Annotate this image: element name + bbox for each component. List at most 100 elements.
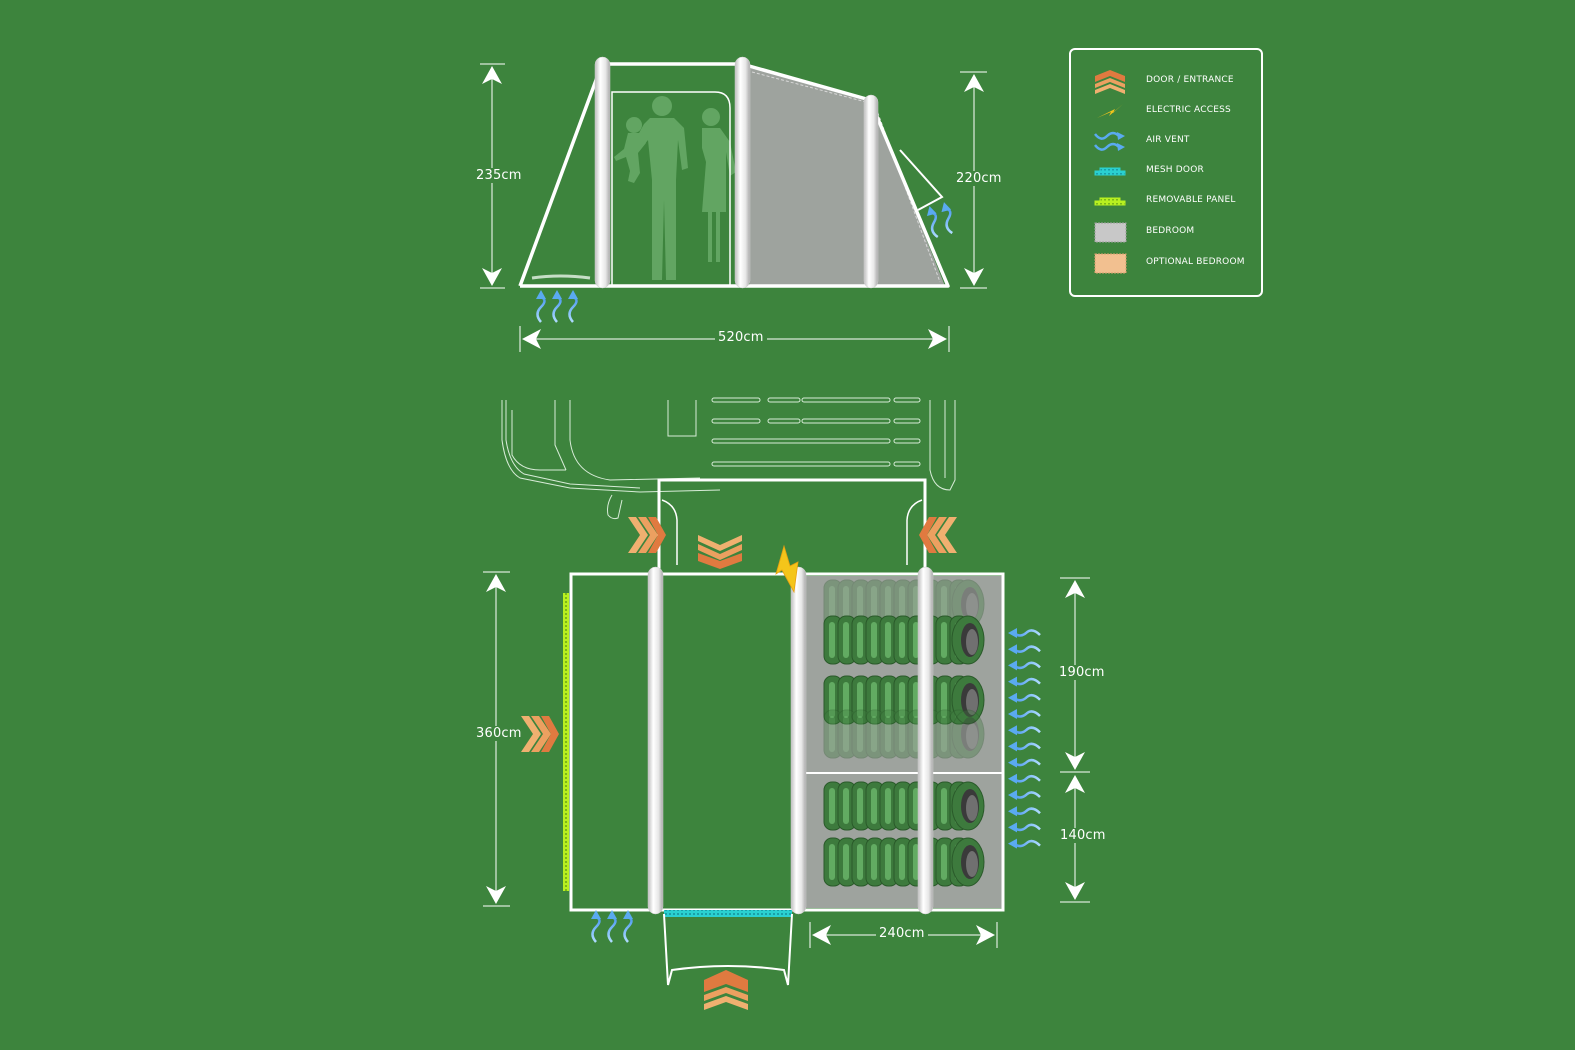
side-vent-flap — [899, 149, 944, 211]
plan-porch-outline — [663, 913, 793, 986]
vent-arrowhead — [1008, 660, 1017, 671]
vent-arrowhead — [1008, 676, 1017, 687]
vent-wave — [1013, 726, 1041, 734]
label-height-rear: 220cm — [953, 171, 1005, 186]
label-plan-depth: 360cm — [473, 726, 525, 741]
door-tunnel-down-icon — [698, 535, 742, 569]
label-bedroom-1: 190cm — [1056, 665, 1108, 680]
vent-arrowhead — [1008, 822, 1017, 833]
vent-wave — [1013, 839, 1041, 848]
door-side-icon — [521, 716, 559, 752]
legend-label: Optional Bedroom — [1146, 257, 1245, 267]
vent-wave — [1013, 742, 1041, 751]
vent-arrowhead — [623, 910, 633, 919]
vent-arrow — [536, 295, 546, 323]
legend-label: Electric Access — [1146, 105, 1231, 115]
plan-side-vent-column — [1008, 628, 1041, 849]
legend: Door / Entrance Electric Access Air Vent… — [1069, 48, 1263, 297]
vent-arrow — [945, 207, 953, 235]
vent-arrow — [552, 295, 562, 323]
side-pole-1 — [594, 56, 611, 289]
side-outline — [518, 62, 950, 288]
door-right-tunnel-icon — [919, 517, 957, 553]
vent-arrowhead — [1008, 644, 1017, 655]
side-bedroom-fill — [750, 68, 870, 286]
legend-label: Removable Panel — [1146, 195, 1236, 205]
side-pole-3 — [863, 94, 879, 289]
vent-arrow — [623, 915, 633, 943]
legend-label: Mesh Door — [1146, 165, 1204, 175]
vent-wave — [1013, 775, 1041, 783]
vent-arrowhead — [926, 206, 937, 217]
vent-arrowhead — [568, 290, 578, 299]
vent-arrowhead — [941, 202, 952, 213]
vent-arrowhead — [536, 290, 546, 299]
vent-wave — [1013, 677, 1041, 686]
removable-panel-icon — [1094, 197, 1126, 206]
plan-pole-2 — [790, 566, 807, 915]
vent-wave — [1013, 823, 1041, 832]
vent-wave — [1013, 758, 1041, 767]
air-vent-icon — [1094, 131, 1125, 151]
vent-wave — [1013, 807, 1041, 815]
vent-arrowhead — [1008, 757, 1017, 768]
mesh-door-icon — [1094, 167, 1126, 176]
vent-wave — [1013, 791, 1041, 799]
sleeping-bag — [823, 781, 985, 831]
side-rear-vent-icon — [926, 202, 953, 239]
legend-item-door: Door / Entrance — [1091, 70, 1261, 94]
legend-item-mesh: Mesh Door — [1091, 160, 1261, 184]
plan-view — [483, 397, 1090, 1010]
vent-arrowhead — [591, 910, 601, 919]
sleeping-bags — [823, 579, 985, 887]
vehicle-outline — [501, 397, 956, 520]
electric-access-icon — [775, 544, 799, 594]
vent-arrowhead — [1008, 628, 1017, 638]
vent-arrowhead — [552, 290, 562, 299]
vent-arrowhead — [1008, 741, 1017, 752]
vent-arrow — [930, 211, 939, 239]
legend-label: Bedroom — [1146, 226, 1195, 236]
legend-item-vent: Air Vent — [1091, 130, 1261, 154]
side-door-outline — [611, 91, 731, 286]
side-front-vent-icon — [536, 290, 578, 323]
family-silhouette — [614, 96, 736, 280]
legend-item-panel: Removable Panel — [1091, 190, 1261, 214]
door-left-tunnel-icon — [628, 517, 666, 553]
side-pole-2 — [734, 56, 751, 289]
door-entrance-icon — [1095, 70, 1125, 94]
legend-label: Air Vent — [1146, 135, 1190, 145]
vent-arrowhead — [607, 910, 617, 919]
legend-label: Door / Entrance — [1146, 75, 1234, 85]
electric-access-icon — [1097, 104, 1123, 118]
vent-wave — [1013, 661, 1041, 670]
vent-arrowhead — [1008, 709, 1017, 719]
vent-arrow — [607, 915, 617, 943]
vent-arrowhead — [1008, 790, 1017, 800]
side-view — [480, 56, 987, 352]
legend-item-bedroom: Bedroom — [1091, 221, 1261, 245]
vent-arrow — [568, 295, 578, 323]
vent-arrowhead — [1008, 773, 1017, 784]
sleeping-bag — [823, 615, 985, 665]
removable-panel — [563, 593, 569, 891]
label-length: 520cm — [715, 330, 767, 345]
label-bedroom-width: 240cm — [876, 926, 928, 941]
vent-arrowhead — [1008, 725, 1017, 736]
door-front-icon — [704, 970, 748, 1010]
label-bedroom-2: 140cm — [1057, 828, 1109, 843]
optional-bedroom-icon — [1094, 253, 1127, 274]
plan-front-vent-icon — [591, 910, 633, 943]
vent-wave — [1013, 645, 1041, 653]
vent-arrowhead — [1008, 692, 1017, 703]
sleeping-bag — [823, 709, 985, 759]
plan-pole-3 — [917, 566, 934, 915]
vent-wave — [1013, 629, 1041, 637]
vent-wave — [1013, 710, 1041, 718]
label-height-front: 235cm — [473, 168, 525, 183]
plan-pole-1 — [647, 566, 664, 915]
vent-arrowhead — [1008, 838, 1017, 849]
bedroom-icon — [1094, 222, 1127, 243]
legend-item-optional-bedroom: Optional Bedroom — [1091, 252, 1261, 276]
